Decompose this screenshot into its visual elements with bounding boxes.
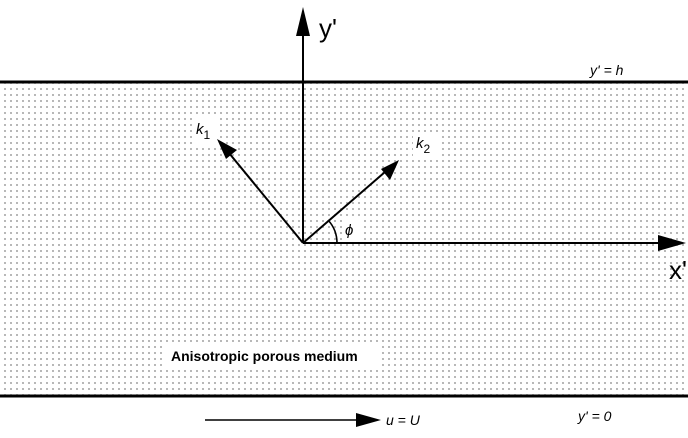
medium-label-background xyxy=(166,344,380,368)
k2-arrowhead xyxy=(381,160,399,180)
k1-label-subscript: 1 xyxy=(204,128,211,142)
k1-arrow-line xyxy=(228,152,304,244)
phi-angle-label: ϕ xyxy=(345,222,353,239)
x-axis-arrowhead xyxy=(658,235,686,251)
top-boundary-label: y' = h xyxy=(589,62,624,78)
k2-label-background xyxy=(413,132,439,156)
y-axis-arrowhead xyxy=(296,7,310,36)
phi-label-background xyxy=(342,218,360,240)
k1-label-background xyxy=(193,118,219,144)
y-axis-label: y' xyxy=(319,13,337,43)
k1-label-base: k xyxy=(196,121,205,138)
k2-label: k2 xyxy=(416,135,431,156)
k1-label: k1 xyxy=(196,121,211,142)
k2-arrow-line xyxy=(302,171,386,244)
bottom-boundary-label: y' = 0 xyxy=(577,408,612,424)
wall-velocity-label: u = U xyxy=(386,412,421,428)
wall-velocity-arrowhead xyxy=(356,413,381,427)
medium-label: Anisotropic porous medium xyxy=(171,348,358,364)
k2-label-base: k xyxy=(416,135,425,152)
k2-label-subscript: 2 xyxy=(424,142,431,156)
k1-arrowhead xyxy=(217,139,237,159)
phi-angle-arc xyxy=(327,219,338,244)
x-axis-label: x' xyxy=(669,255,687,285)
